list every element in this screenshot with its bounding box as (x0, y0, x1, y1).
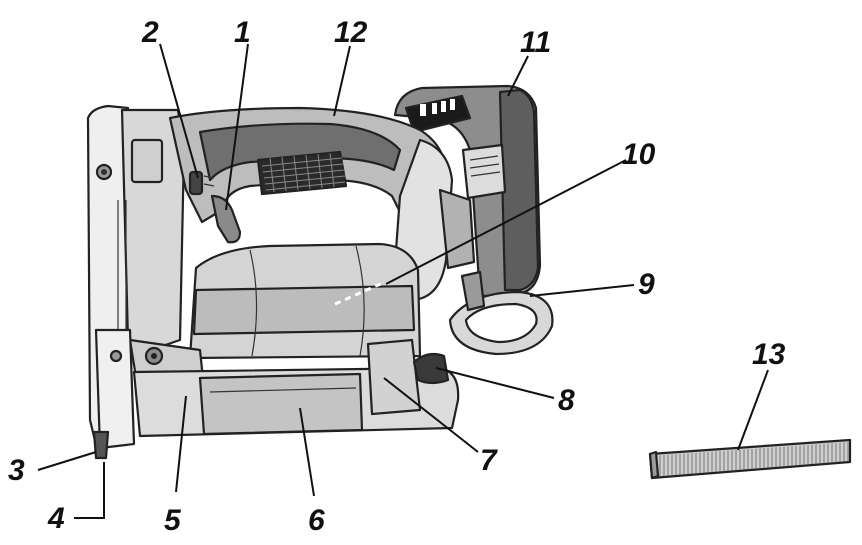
callout-13: 13 (752, 338, 786, 371)
callout-2: 2 (141, 16, 159, 49)
callout-9: 9 (638, 268, 655, 301)
callout-10: 10 (622, 138, 656, 171)
callout-8: 8 (558, 384, 575, 417)
callout-5: 5 (164, 504, 182, 537)
callout-6: 6 (308, 504, 325, 537)
callout-11: 11 (520, 26, 551, 59)
callout-12: 12 (334, 16, 368, 49)
staple-strip (648, 438, 852, 480)
callout-3: 3 (8, 454, 25, 487)
callout-7: 7 (480, 444, 498, 477)
callout-4: 4 (47, 502, 65, 535)
callout-1: 1 (234, 16, 251, 49)
leader-lines (37, 43, 769, 519)
battery-pack (393, 84, 542, 298)
tool-body (86, 104, 554, 460)
callout-labels: 1 2 3 4 5 6 7 8 9 10 11 12 13 (8, 16, 786, 537)
